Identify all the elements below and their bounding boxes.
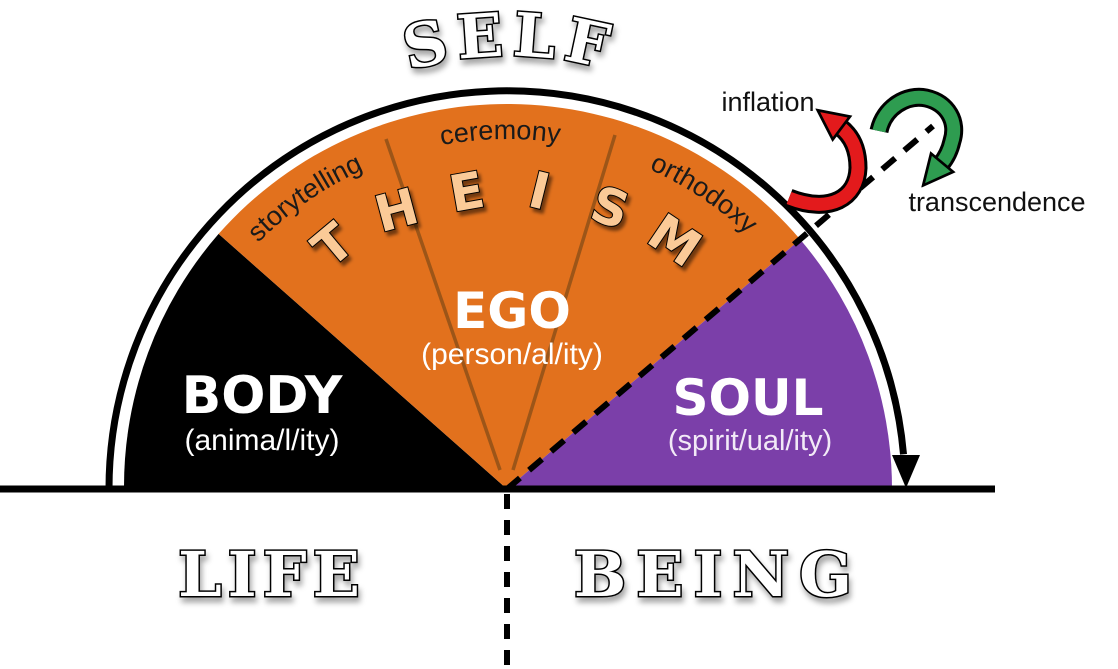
inflation-label: inflation <box>721 87 814 117</box>
soul-sublabel: (spirit/ual/ity) <box>668 425 832 457</box>
wedge-body <box>123 233 508 489</box>
outer-arc-arrow <box>105 87 907 490</box>
ego-label: EGO <box>453 282 571 340</box>
transcendence-label: transcendence <box>908 187 1085 217</box>
label-ceremony: ceremony <box>437 115 563 151</box>
life-word: LIFE <box>178 538 366 611</box>
self-word-text: SELF <box>395 0 616 86</box>
baseline <box>0 485 995 493</box>
being-word: BEING <box>574 538 862 611</box>
wedge-soul <box>507 239 892 489</box>
divider-ceremony-orthodoxy <box>511 134 617 471</box>
ego-sublabel: (person/al/ity) <box>421 338 603 371</box>
transcendence-arrow <box>869 87 964 164</box>
soul-label: SOUL <box>673 369 824 427</box>
body-label: BODY <box>182 366 344 426</box>
outer-arc-arrowhead <box>892 455 920 488</box>
label-ceremony-text: ceremony <box>437 115 563 151</box>
body-sublabel: (anima/l/ity) <box>184 424 339 457</box>
divider-storytelling-ceremony <box>384 138 502 471</box>
wedge-ego <box>218 103 801 489</box>
inflation-arrow <box>785 127 868 214</box>
self-word: SELF <box>397 0 623 84</box>
